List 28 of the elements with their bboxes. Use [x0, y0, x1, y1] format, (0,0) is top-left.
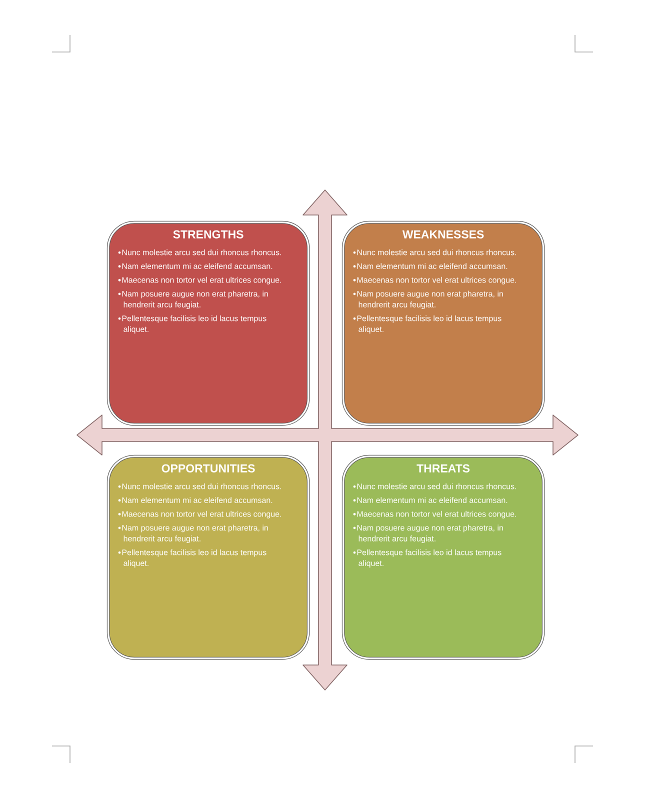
bullet-item: Maecenas non tortor vel erat ultrices congue.	[118, 510, 282, 518]
bullet-item: Nam elementum mi ac eleifend accumsan.	[353, 497, 508, 504]
bullet-item: Nunc molestie arcu sed dui rhoncus rhoncus.	[353, 249, 516, 256]
heading: THREATS	[416, 464, 470, 472]
bullet-item: Nam elementum mi ac eleifend accumsan.	[118, 497, 272, 504]
bullet-item: Nam posuere augue non erat pharetra, in hendrerit arcu feugiat.	[353, 290, 503, 309]
bullet-item: Nam elementum mi ac eleifend accumsan.	[118, 263, 272, 269]
heading: WEAKNESSES	[402, 230, 484, 238]
quadrant-box	[342, 454, 545, 660]
bullet-item: Nunc molestie arcu sed dui rhoncus rhoncus.	[118, 483, 282, 490]
bullet-item: Pellentesque facilisis leo id lacus tempus aliquet.	[118, 315, 266, 334]
bullet-item: Pellentesque facilisis leo id lacus tempus aliquet.	[353, 315, 502, 334]
bullet-item: Maecenas non tortor vel erat ultrices congue.	[353, 276, 516, 284]
bullet-item: Pellentesque facilisis leo id lacus tempus aliquet.	[353, 549, 502, 568]
quadrant-box	[106, 454, 310, 660]
heading: OPPORTUNITIES	[162, 464, 255, 472]
quadrant-box	[106, 220, 310, 426]
bullet-item: Nam posuere augue non erat pharetra, in hendrerit arcu feugiat.	[118, 290, 268, 309]
bullet-item: Nam posuere augue non erat pharetra, in hendrerit arcu feugiat.	[353, 524, 503, 543]
bullet-item: Nunc molestie arcu sed dui rhoncus rhoncus.	[118, 249, 282, 256]
heading: STRENGTHS	[173, 230, 244, 238]
bullet-item: Maecenas non tortor vel erat ultrices congue.	[353, 510, 516, 518]
bullet-item: Pellentesque facilisis leo id lacus tempus aliquet.	[118, 549, 266, 568]
bullet-item: Nam posuere augue non erat pharetra, in hendrerit arcu feugiat.	[118, 524, 268, 543]
bullet-item: Nunc molestie arcu sed dui rhoncus rhoncus.	[353, 483, 516, 490]
bullet-item: Nam elementum mi ac eleifend accumsan.	[353, 263, 508, 269]
quadrant-box	[342, 220, 545, 426]
bullet-item: Maecenas non tortor vel erat ultrices congue.	[118, 276, 282, 284]
